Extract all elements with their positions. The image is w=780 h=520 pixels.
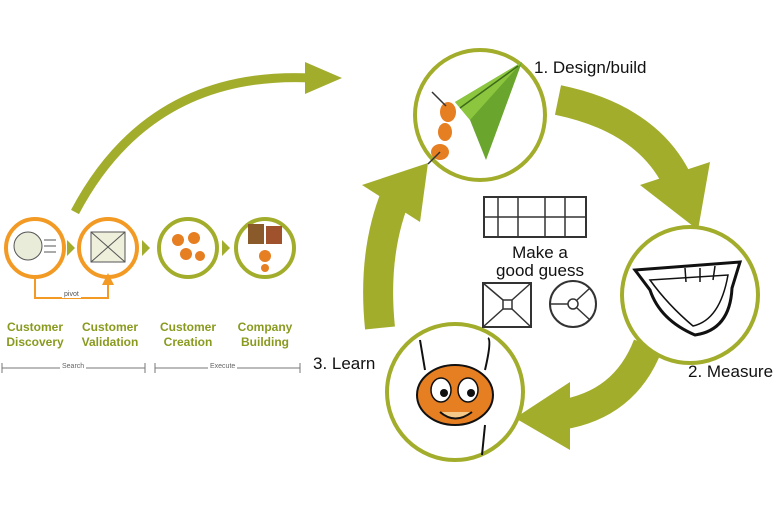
cycle-arrow-top-right	[554, 85, 710, 230]
step-title-creation: Customer Creation	[150, 320, 226, 350]
gauge-icon	[632, 260, 743, 337]
leaf-ant-icon	[427, 62, 522, 165]
discovery-circle	[4, 217, 66, 279]
cycle-arrow-left	[362, 163, 428, 330]
customer-dev-process	[1, 217, 301, 373]
step-title-line1: Customer	[81, 320, 138, 334]
step-title-validation: Customer Validation	[72, 320, 148, 350]
validation-circle	[77, 217, 139, 279]
pivot-label: pivot	[62, 291, 81, 298]
center-text: Make a good guess	[490, 244, 590, 280]
canvas-icon	[482, 282, 532, 328]
pivot-loop	[34, 273, 114, 299]
target-circle-icon	[549, 280, 597, 328]
step-title-line2: Building	[241, 335, 289, 349]
step-label-design-build: 1. Design/build	[534, 58, 647, 77]
step-title-line2: Discovery	[6, 335, 64, 349]
step-title-line2: Validation	[81, 335, 139, 349]
step-arrow-3	[222, 240, 230, 256]
center-guess	[482, 196, 597, 328]
step-label-learn: 3. Learn	[313, 354, 376, 373]
step-title-line1: Customer	[159, 320, 216, 334]
step-title-line2: Creation	[163, 335, 213, 349]
design-build-node	[413, 48, 547, 182]
learn-node	[385, 322, 525, 462]
measure-node	[620, 225, 760, 365]
cartoon-ant-icon	[416, 337, 494, 456]
step-title-discovery: Customer Discovery	[0, 320, 73, 350]
link-arrow	[71, 62, 342, 215]
center-text-line1: Make a	[512, 243, 568, 262]
step-arrow-2	[142, 240, 150, 256]
cycle-arrow-bottom	[515, 339, 663, 450]
step-title-line1: Company	[237, 320, 293, 334]
layout-grid-icon	[483, 196, 587, 238]
phase-execute-label: Execute	[208, 363, 238, 370]
step-title-line1: Customer	[6, 320, 63, 334]
step-label-measure: 2. Measure	[688, 362, 774, 381]
phase-search-label: Search	[60, 363, 87, 370]
step-title-building: Company Building	[227, 320, 303, 350]
creation-circle	[157, 217, 219, 279]
center-text-line2: good guess	[496, 261, 584, 280]
step-arrow-1	[67, 240, 75, 256]
building-circle	[234, 217, 296, 279]
